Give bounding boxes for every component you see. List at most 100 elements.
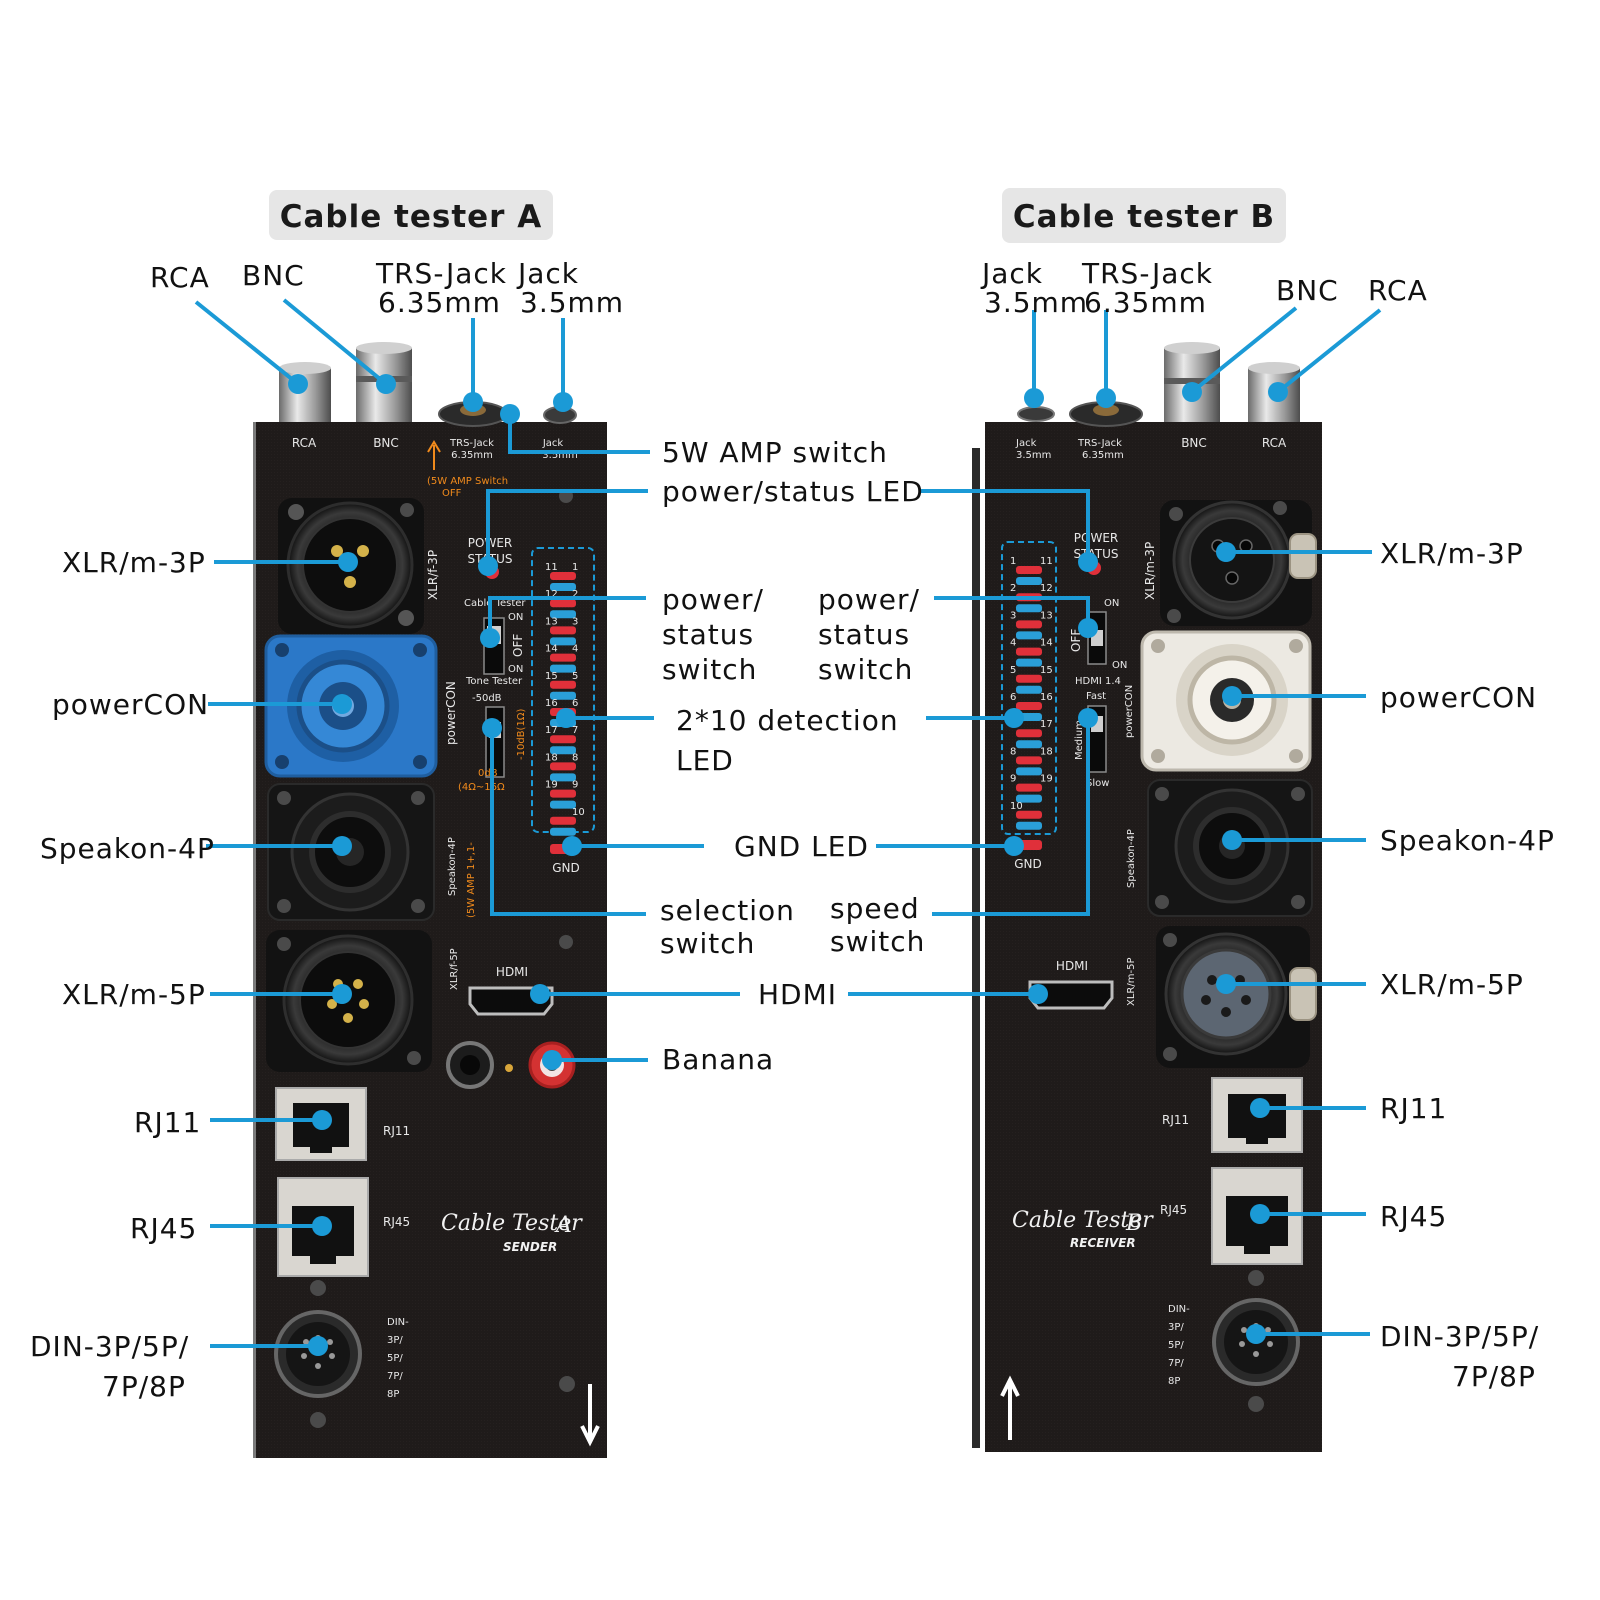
panel-a-brand-sub: SENDER <box>503 1240 557 1254</box>
callout-rj11-a: RJ11 <box>134 1106 201 1139</box>
panel-a-led-label-left-4: 14 <box>545 644 558 655</box>
callout-power-switch-b-1: power/ <box>818 583 920 616</box>
panel-b-din-label-4: 7P/ <box>1168 1358 1184 1369</box>
panel-b-slow-label: Slow <box>1086 778 1109 789</box>
panel-b-din-label-1: DIN- <box>1168 1304 1190 1315</box>
panel-a-led-blue-2 <box>550 610 576 619</box>
panel-a-speakon-label: Speakon-4P <box>447 837 458 896</box>
callout-speed-2: switch <box>830 925 925 958</box>
callout-hdmi: HDMI <box>758 978 837 1011</box>
panel-a-tone-label: Tone Tester <box>465 676 523 687</box>
panel-a-on2-label: ON <box>508 664 523 675</box>
panel-a-led-label-left-9: 19 <box>545 780 558 791</box>
panel-a-cable-mode-label: Cable Tester <box>464 598 526 609</box>
callout-gnd-led: GND LED <box>734 830 869 863</box>
panel-b-led-red-5 <box>1016 674 1042 683</box>
panel-a-led-label-left-7: 17 <box>545 725 558 736</box>
panel-a-led-label-right-10: 10 <box>572 807 585 818</box>
callout-din-a-2: 7P/8P <box>102 1370 186 1403</box>
panel-b-led-label-right-6: 16 <box>1040 692 1053 703</box>
callout-rca-b: RCA <box>1368 274 1428 307</box>
panel-a-led-label-left-2: 12 <box>545 589 558 600</box>
callout-trs-a-2: 6.35mm <box>378 286 501 319</box>
panel-b-led-red-9 <box>1016 783 1042 792</box>
panel-b-led-label-right-5: 15 <box>1040 665 1053 676</box>
title-badge-b <box>1002 188 1286 243</box>
panel-b-led-label-right-8: 18 <box>1040 746 1053 757</box>
panel-a-led-red-10 <box>550 816 576 825</box>
panel-b-led-blue-3 <box>1016 631 1042 640</box>
callout-power-switch-b-3: switch <box>818 653 913 686</box>
callout-lines <box>194 298 1382 1356</box>
callout-rj11-b: RJ11 <box>1380 1092 1447 1125</box>
panel-a-led-red-7 <box>550 735 576 744</box>
panel-a-powercon-label: powerCON <box>444 681 458 745</box>
panel-b-trs-label: TRS-Jack <box>1077 438 1122 449</box>
panel-a-rj45-label: RJ45 <box>383 1215 410 1229</box>
panel-b-led-label-right-9: 19 <box>1040 774 1053 785</box>
panel-a-din-label-3: 5P/ <box>387 1353 403 1364</box>
panel-b-led-label-right-7: 17 <box>1040 719 1053 730</box>
panel-b-hdmi-switch-label: HDMI 1.4 <box>1075 676 1121 687</box>
panel-b-trs-size: 6.35mm <box>1082 450 1124 461</box>
panel-b-din-label-2: 3P/ <box>1168 1322 1184 1333</box>
panel-a-led-blue-5 <box>550 691 576 700</box>
callout-power-switch-a-2: status <box>662 618 754 651</box>
callout-jack-a-1: Jack <box>516 257 579 290</box>
panel-a-led-blue-7 <box>550 746 576 755</box>
panel-b-led-red-10 <box>1016 810 1042 819</box>
panel-a-led-label-right-5: 5 <box>572 671 578 682</box>
panel-a-led-red-2 <box>550 599 576 608</box>
panel-b-led-label-right-2: 12 <box>1040 583 1053 594</box>
panel-a-ohm-label: (4Ω~16Ω <box>458 782 505 793</box>
panel-a-led-label-left-3: 13 <box>545 616 558 627</box>
panel-a-led-label-right-6: 6 <box>572 698 578 709</box>
callout-rj45-b: RJ45 <box>1380 1200 1447 1233</box>
jack-35-b <box>1017 406 1055 422</box>
callout-trs-b-2: 6.35mm <box>1084 286 1207 319</box>
callout-powercon-b: powerCON <box>1380 681 1537 714</box>
panel-b-on1-label: ON <box>1104 598 1119 609</box>
panel-b-xlr3-label: XLR/m-3P <box>1143 542 1157 600</box>
speakon-connector-a <box>267 783 435 921</box>
panel-a-led-label-right-8: 8 <box>572 752 578 763</box>
panel-b-led-label-left-6: 6 <box>1010 692 1016 703</box>
panel-b-led-blue-5 <box>1016 685 1042 694</box>
panel-b-fast-label: Fast <box>1086 691 1106 702</box>
panel-b-brand-letter: B <box>1125 1211 1142 1236</box>
panel-a-led-label-left-6: 16 <box>545 698 558 709</box>
callout-jack-b-1: Jack <box>980 257 1043 290</box>
panel-b-led-label-left-9: 9 <box>1010 774 1016 785</box>
panel-a-xlr3-label: XLR/f-3P <box>426 550 440 600</box>
panel-b-led-label-right-1: 11 <box>1040 556 1053 567</box>
callout-din-b-1: DIN-3P/5P/ <box>1380 1320 1539 1353</box>
callout-banana: Banana <box>662 1043 774 1076</box>
panel-a-led-red-3 <box>550 626 576 635</box>
panel-a-amp-off-label: OFF <box>442 488 462 499</box>
panel-b-powercon-label: powerCON <box>1124 685 1135 738</box>
panel-b-power-label: POWER <box>1074 531 1118 545</box>
panel-a-rj11-label: RJ11 <box>383 1124 410 1138</box>
detection-led-block-b <box>1001 541 1057 835</box>
panel-b-off-label: OFF <box>1069 629 1083 652</box>
panel-b-led-label-left-10: 10 <box>1010 801 1023 812</box>
panel-a-minus10-label: -10dB(1Ω) <box>516 709 527 760</box>
panel-a-led-blue-9 <box>550 800 576 809</box>
panel-a-brand: Cable Tester <box>441 1211 583 1236</box>
panel-a-led-blue-4 <box>550 664 576 673</box>
callout-jack-a-2: 3.5mm <box>520 286 624 319</box>
callout-speed-1: speed <box>830 892 920 925</box>
selection-switch-a[interactable] <box>485 706 505 778</box>
panel-b-rca-label: RCA <box>1262 436 1287 450</box>
panel-a-gnd-label: GND <box>552 861 580 875</box>
panel-a-din-label-1: DIN- <box>387 1317 409 1328</box>
panel-a-jack-size: 3.5mm <box>542 450 577 461</box>
panel-b-led-blue-8 <box>1016 767 1042 776</box>
callout-power-switch-a-3: switch <box>662 653 757 686</box>
panel-b-on2-label: ON <box>1112 660 1127 671</box>
panel-a-led-blue-10 <box>550 827 576 836</box>
callout-amp-switch: 5W AMP switch <box>662 436 888 469</box>
panel-b-led-label-left-3: 3 <box>1010 610 1016 621</box>
